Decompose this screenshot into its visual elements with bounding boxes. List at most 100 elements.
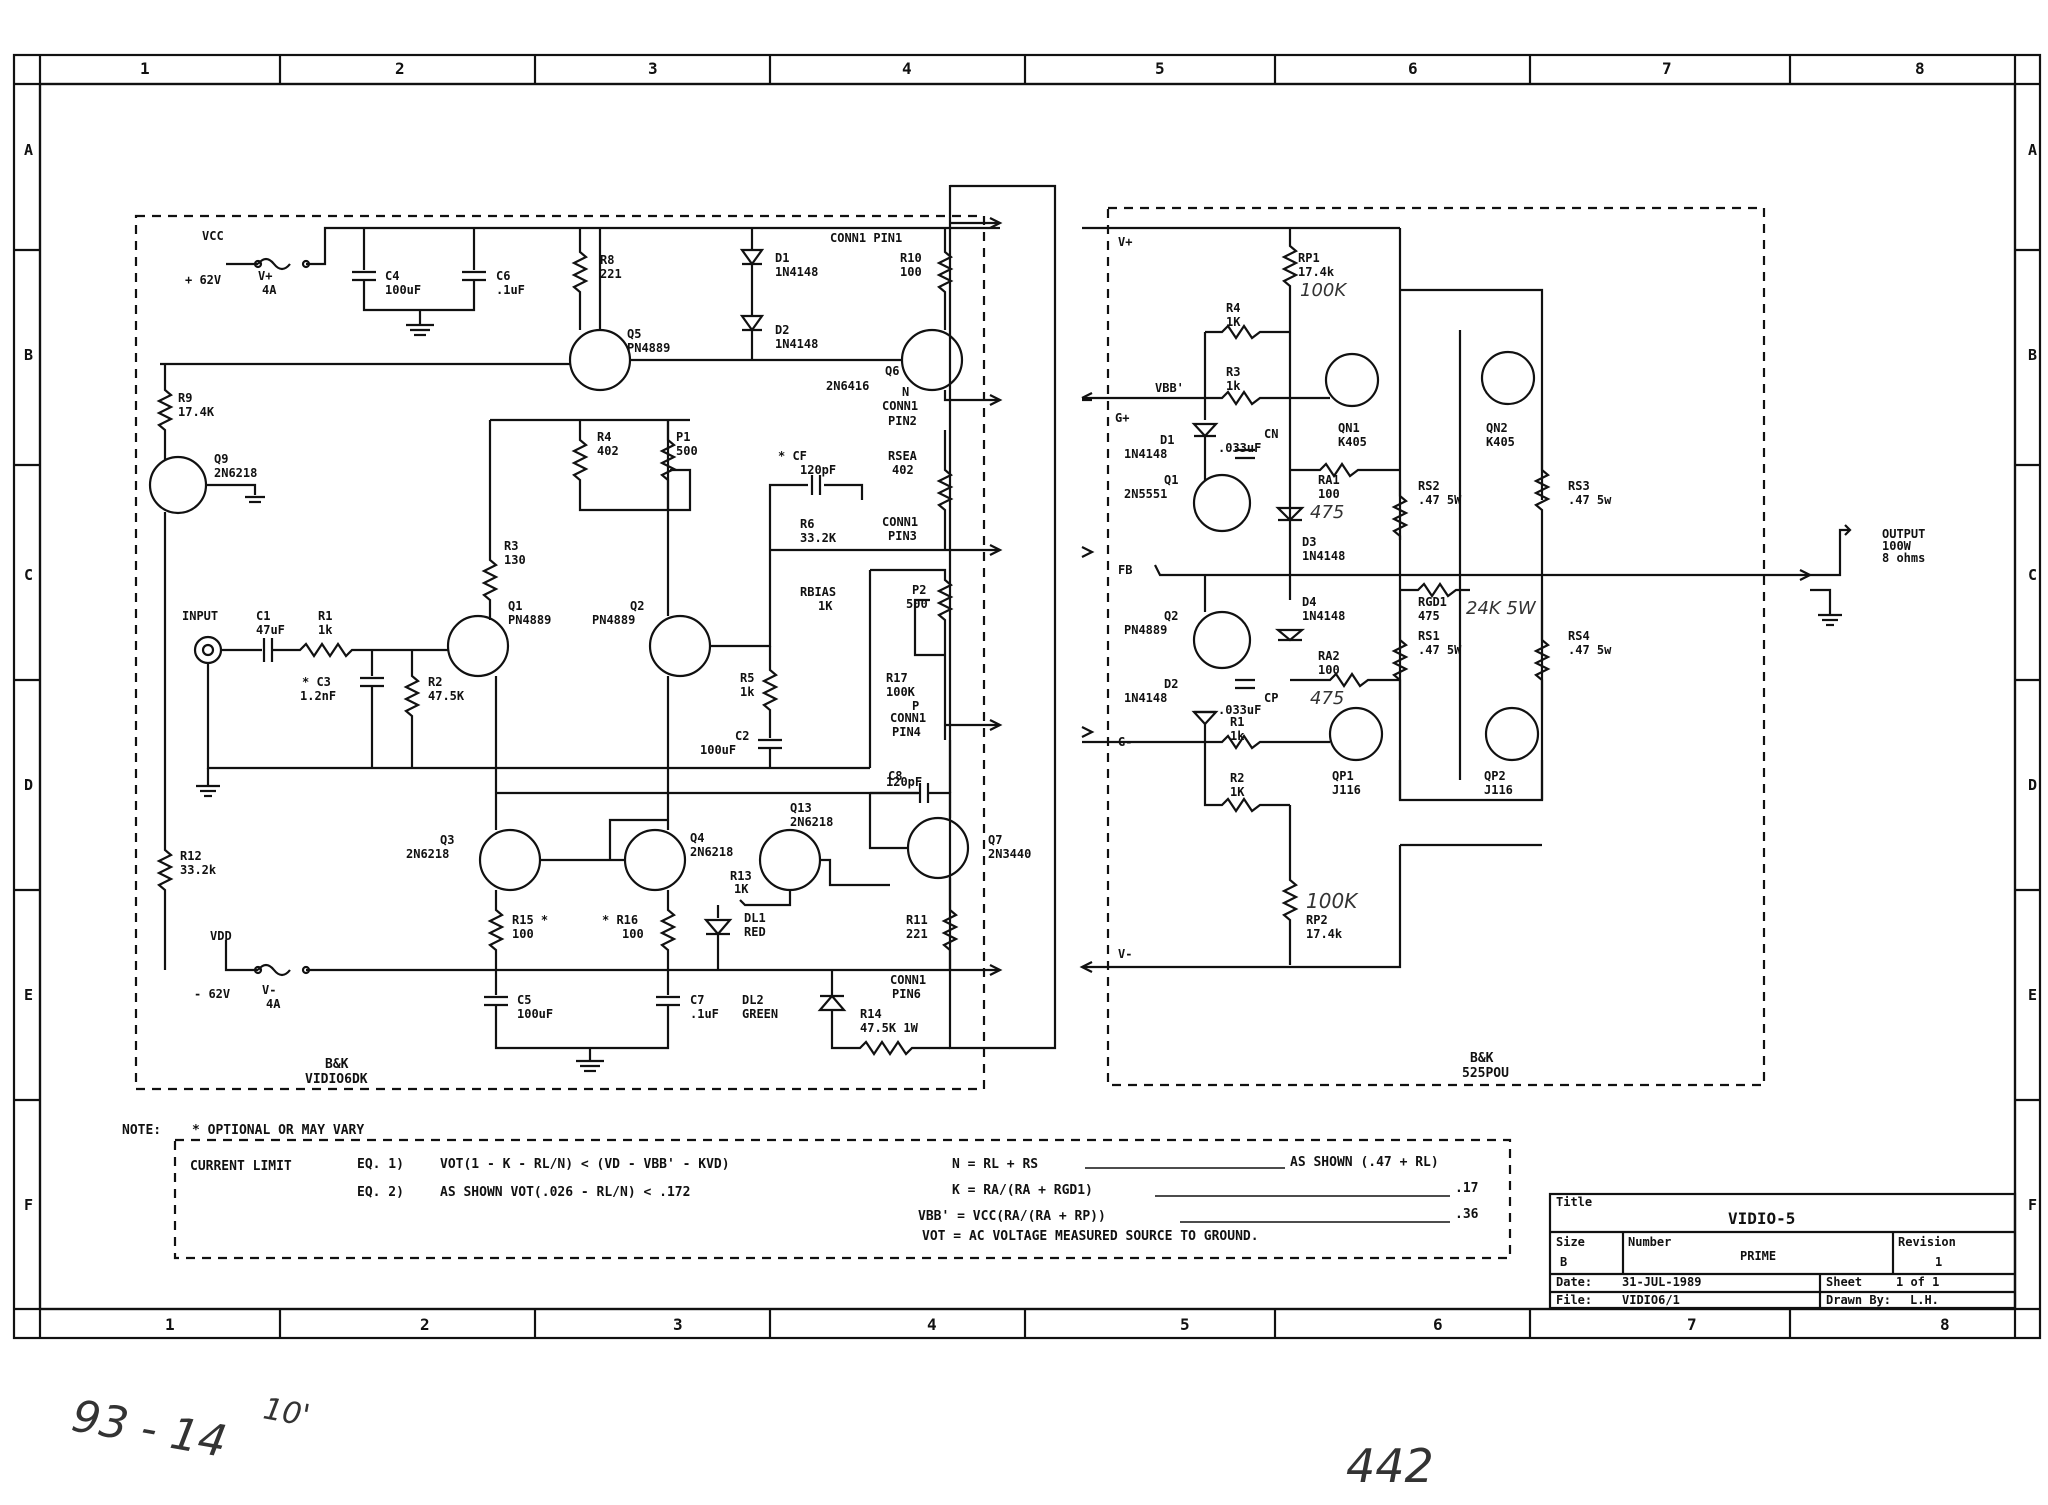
component-label: GREEN <box>742 1007 778 1021</box>
grid-row-label: B <box>24 346 33 364</box>
component-label: 1K <box>1230 785 1245 799</box>
handwritten-value-note: 100K <box>1306 889 1359 913</box>
component-label: 100 <box>1318 663 1340 677</box>
component-label: RBIAS <box>800 585 836 599</box>
component-label: 47.5K 1W <box>860 1021 919 1035</box>
component-label: C5 <box>517 993 531 1007</box>
component-label: 1K <box>1226 315 1241 329</box>
grid-column-label: 8 <box>1915 59 1925 78</box>
grid-column-label: 5 <box>1180 1315 1190 1334</box>
note-text: * OPTIONAL OR MAY VARY <box>192 1123 364 1138</box>
component-label: 100uF <box>700 743 736 757</box>
component-label: J116 <box>1484 783 1513 797</box>
grid-row-label: A <box>24 141 33 159</box>
component-label: 221 <box>600 267 622 281</box>
component-label: FB <box>1118 563 1132 577</box>
component-label: 402 <box>597 444 619 458</box>
component-label: R13 <box>730 869 752 883</box>
component-label: 100uF <box>517 1007 553 1021</box>
component-label: Q13 <box>790 801 812 815</box>
drawn-label: Drawn By: <box>1826 1293 1891 1307</box>
component-label: D4 <box>1302 595 1316 609</box>
component-label: 1K <box>818 599 833 613</box>
grid-column-label: 4 <box>902 59 912 78</box>
component-label: R8 <box>600 253 614 267</box>
file-value: VIDIO6/1 <box>1622 1293 1680 1307</box>
component-label: 4A <box>266 997 281 1011</box>
component-label: PIN4 <box>892 725 921 739</box>
grid-column-label: 7 <box>1662 59 1672 78</box>
grid-column-label: 3 <box>673 1315 683 1334</box>
component-label: * CF <box>778 449 807 463</box>
component-label: .47 5W <box>1418 493 1462 507</box>
component-label: 2N3440 <box>988 847 1031 861</box>
k-value: .17 <box>1455 1181 1478 1196</box>
component-label: Q2 <box>1164 609 1178 623</box>
grid-row-label: E <box>2028 986 2037 1004</box>
component-label: PN4889 <box>1124 623 1167 637</box>
component-label: R1 <box>1230 715 1244 729</box>
component-label: R17 <box>886 671 908 685</box>
size-value: B <box>1560 1255 1567 1269</box>
component-label: Q1 <box>1164 473 1178 487</box>
component-label: K405 <box>1338 435 1367 449</box>
grid-column-label: 5 <box>1155 59 1165 78</box>
component-label: PN4889 <box>627 341 670 355</box>
component-label: VDD <box>210 929 232 943</box>
component-label: - 62V <box>194 987 230 1001</box>
component-label: .1uF <box>496 283 525 297</box>
component-label: Q5 <box>627 327 641 341</box>
component-label: R5 <box>740 671 754 685</box>
component-label: RA1 <box>1318 473 1340 487</box>
handwritten-value-note: 24K 5W <box>1466 598 1537 619</box>
grid-row-label: E <box>24 986 33 1004</box>
component-label: RS4 <box>1568 629 1590 643</box>
component-label: 500 <box>906 597 928 611</box>
component-label: 100 <box>622 927 644 941</box>
component-label: QN2 <box>1486 421 1508 435</box>
grid-row-label: D <box>2028 776 2037 794</box>
handwritten-value-note: 475 <box>1310 688 1344 709</box>
component-label: OUTPUT <box>1882 527 1925 541</box>
note-label: NOTE: <box>122 1123 161 1138</box>
component-label: R15 * <box>512 913 548 927</box>
n-value: AS SHOWN (.47 + RL) <box>1290 1155 1439 1170</box>
margin-handwriting: 93 - 14 10' 442 <box>68 1391 1434 1493</box>
component-label: 1N4148 <box>1124 691 1167 705</box>
component-label: DL2 <box>742 993 764 1007</box>
component-label: RA2 <box>1318 649 1340 663</box>
component-label: 17.4k <box>1298 265 1335 279</box>
margin-note-left: 93 - 14 <box>68 1391 230 1468</box>
component-label: K405 <box>1486 435 1515 449</box>
driver-board: B&K VIDIO6DK <box>134 184 1057 1091</box>
component-label: CN <box>1264 427 1278 441</box>
component-label: R4 <box>1226 301 1240 315</box>
component-label: 2N6416 <box>826 379 869 393</box>
margin-note-small: 10' <box>261 1391 313 1434</box>
sheet-value: 1 of 1 <box>1896 1275 1939 1289</box>
component-label: 100W <box>1882 539 1912 553</box>
component-label: PIN3 <box>888 529 917 543</box>
component-label: D3 <box>1302 535 1316 549</box>
component-label: 500 <box>676 444 698 458</box>
component-label: 1K <box>734 882 749 896</box>
component-label: .033uF <box>1218 441 1261 455</box>
grid-column-label: 2 <box>395 59 405 78</box>
component-label: 2N6218 <box>406 847 449 861</box>
eq1-text: VOT(1 - K - RL/N) < (VD - VBB' - KVD) <box>440 1157 730 1172</box>
output-module-id: 525POU <box>1462 1066 1509 1081</box>
revision-value: 1 <box>1935 1255 1942 1269</box>
component-label: Q9 <box>214 452 228 466</box>
component-label: V- <box>262 983 276 997</box>
component-label: P2 <box>912 583 926 597</box>
grid-row-label: C <box>2028 566 2037 584</box>
component-label: 2N6218 <box>214 466 257 480</box>
component-label: 1N4148 <box>1124 447 1167 461</box>
eq2-label: EQ. 2) <box>357 1185 404 1200</box>
component-label: G- <box>1118 735 1132 749</box>
current-limit-label: CURRENT LIMIT <box>190 1159 292 1174</box>
component-label: C6 <box>496 269 510 283</box>
component-label: Q7 <box>988 833 1002 847</box>
component-label: + 62V <box>185 273 221 287</box>
title-label: Title <box>1556 1195 1592 1209</box>
